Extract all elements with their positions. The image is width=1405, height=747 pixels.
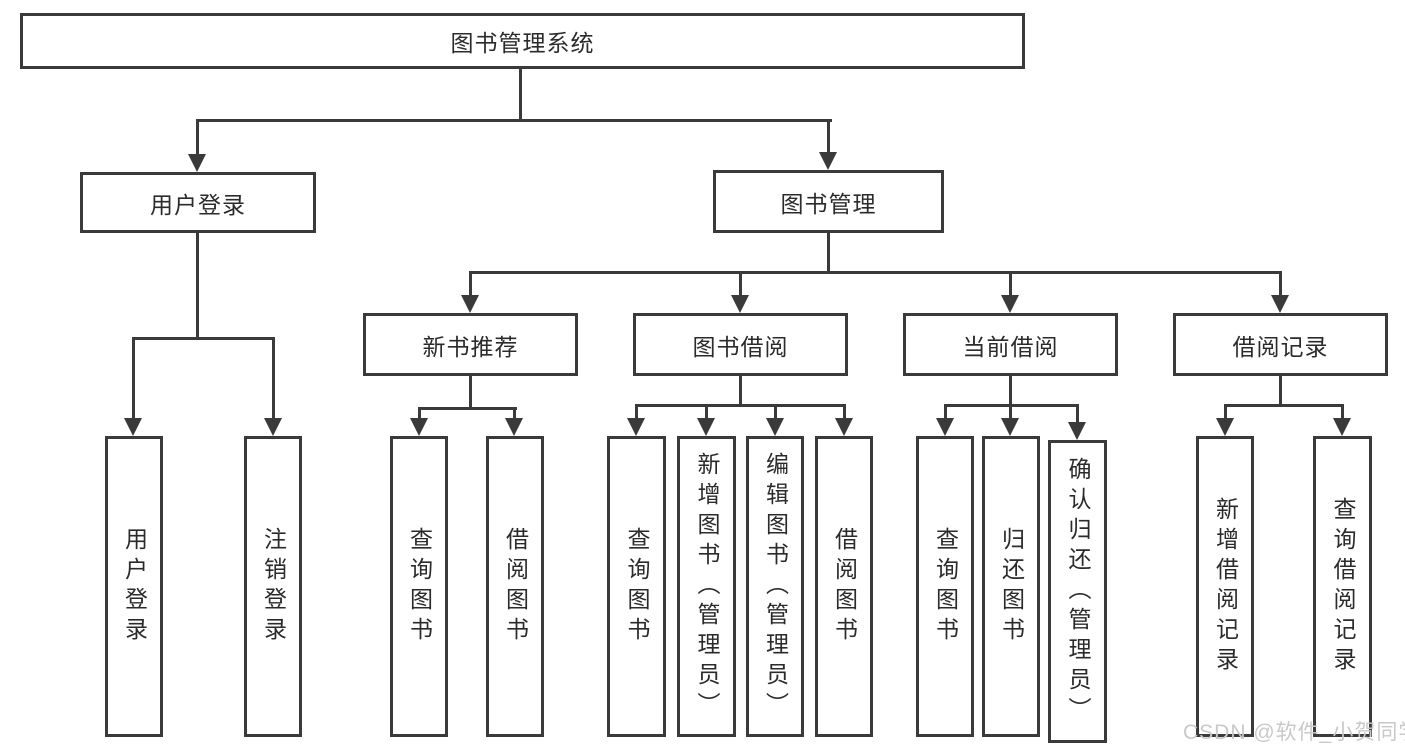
arrow-down-icon xyxy=(766,418,784,436)
node-user-login-group: 用户登录 xyxy=(80,172,316,233)
node-add-borrow-record: 新增借阅记录 xyxy=(1196,436,1254,737)
node-query-books-borrowing: 查询图书 xyxy=(607,436,666,737)
node-label: 确认归还（管理员） xyxy=(1065,456,1091,727)
connector-drop xyxy=(1224,404,1227,420)
arrow-down-icon xyxy=(1068,422,1086,440)
node-borrow-books-borrowing: 借阅图书 xyxy=(815,436,873,737)
arrow-down-icon xyxy=(1216,418,1234,436)
node-logout: 注销登录 xyxy=(244,436,302,737)
arrow-down-icon xyxy=(1001,418,1019,436)
node-edit-book-admin: 编辑图书（管理员） xyxy=(746,436,804,737)
arrow-down-icon xyxy=(936,418,954,436)
node-label: 查询图书 xyxy=(932,526,959,647)
node-library-management-system: 图书管理系统 xyxy=(20,13,1025,69)
connector-level2-bus xyxy=(196,119,832,122)
node-label: 查询图书 xyxy=(406,526,433,647)
connector-drop xyxy=(1341,404,1344,420)
node-label: 编辑图书（管理员） xyxy=(762,451,789,722)
node-label: 用户登录 xyxy=(121,526,148,647)
connector-user-login-bus xyxy=(132,337,275,340)
connector-drop xyxy=(774,404,777,420)
connector-book-mgmt-stem xyxy=(827,231,830,274)
connector-drop xyxy=(739,271,742,297)
node-borrow-books-recommend: 借阅图书 xyxy=(486,436,544,737)
connector-drop xyxy=(418,407,421,420)
connector-stem xyxy=(469,374,472,410)
node-label: 图书借阅 xyxy=(692,333,789,360)
node-label: 借阅记录 xyxy=(1232,333,1329,360)
arrow-down-icon xyxy=(819,152,837,170)
node-label: 新书推荐 xyxy=(422,333,519,360)
node-label: 新增图书（管理员） xyxy=(694,451,720,722)
connector-drop-book-mgmt xyxy=(827,119,830,153)
connector-drop xyxy=(843,404,846,420)
node-return-books: 归还图书 xyxy=(982,436,1040,737)
node-borrow-records: 借阅记录 xyxy=(1173,313,1388,376)
connector-drop xyxy=(469,271,472,297)
connector-drop xyxy=(1009,404,1012,420)
arrow-down-icon xyxy=(264,418,282,436)
node-book-management: 图书管理 xyxy=(713,170,944,233)
connector-drop xyxy=(705,404,708,420)
connector-bus xyxy=(1224,404,1344,407)
connector-sections-bus xyxy=(469,271,1282,274)
node-label: 图书管理系统 xyxy=(450,30,595,56)
node-book-borrowing: 图书借阅 xyxy=(633,313,848,376)
node-label: 查询借阅记录 xyxy=(1330,496,1356,677)
connector-drop-user-login xyxy=(196,119,199,155)
arrow-down-icon xyxy=(124,418,142,436)
arrow-down-icon xyxy=(1271,295,1289,313)
node-new-book-recommend: 新书推荐 xyxy=(363,313,578,376)
node-confirm-return-admin: 确认归还（管理员） xyxy=(1048,440,1107,743)
arrow-down-icon xyxy=(697,418,715,436)
node-query-borrow-record: 查询借阅记录 xyxy=(1313,436,1372,737)
connector-drop xyxy=(513,407,516,420)
node-label: 图书管理 xyxy=(780,190,877,217)
connector-bus xyxy=(418,407,517,410)
node-label: 注销登录 xyxy=(260,526,287,647)
connector-drop xyxy=(132,337,135,419)
node-label: 借阅图书 xyxy=(502,526,529,647)
node-label: 当前借阅 xyxy=(962,333,1059,360)
node-label: 用户登录 xyxy=(150,191,246,218)
arrow-down-icon xyxy=(505,418,523,436)
node-query-books-recommend: 查询图书 xyxy=(390,436,448,737)
csdn-watermark: CSDN @软件_小贺同学 xyxy=(1183,721,1405,744)
node-add-book-admin: 新增图书（管理员） xyxy=(677,436,736,737)
arrow-down-icon xyxy=(731,295,749,313)
connector-stem xyxy=(1279,374,1282,407)
connector-drop xyxy=(1009,271,1012,297)
connector-root-stem xyxy=(519,68,522,121)
arrow-down-icon xyxy=(1333,418,1351,436)
connector-drop xyxy=(1279,271,1282,297)
connector-drop xyxy=(944,404,947,420)
connector-drop xyxy=(1076,404,1079,424)
connector-stem xyxy=(739,374,742,407)
connector-stem xyxy=(1009,374,1012,407)
connector-bus xyxy=(635,404,846,407)
arrow-down-icon xyxy=(835,418,853,436)
arrow-down-icon xyxy=(627,418,645,436)
connector-drop xyxy=(272,337,275,419)
connector-user-login-stem xyxy=(196,231,199,340)
arrow-down-icon xyxy=(188,154,206,172)
node-query-books-current: 查询图书 xyxy=(916,436,974,737)
node-label: 归还图书 xyxy=(998,526,1025,647)
node-user-login: 用户登录 xyxy=(105,436,163,737)
node-label: 新增借阅记录 xyxy=(1212,496,1239,677)
node-current-borrowing: 当前借阅 xyxy=(903,313,1118,376)
node-label: 借阅图书 xyxy=(831,526,858,647)
arrow-down-icon xyxy=(1001,295,1019,313)
arrow-down-icon xyxy=(410,418,428,436)
arrow-down-icon xyxy=(461,295,479,313)
connector-drop xyxy=(635,404,638,420)
node-label: 查询图书 xyxy=(624,526,650,647)
